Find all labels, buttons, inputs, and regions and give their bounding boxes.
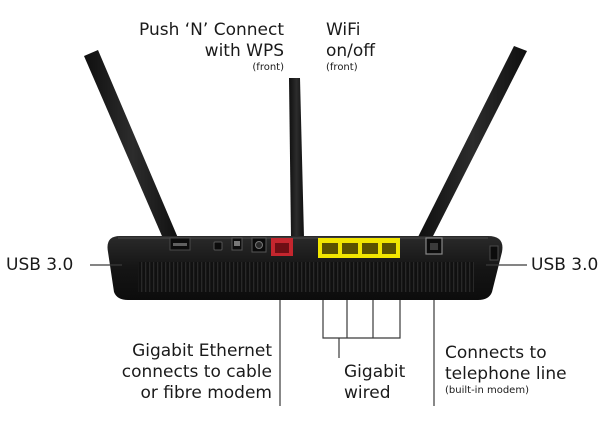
usb-left-label: USB 3.0 bbox=[6, 255, 73, 276]
power-button bbox=[213, 241, 223, 251]
wifi-label-line2: on/off bbox=[326, 41, 376, 61]
wps-label-line2: with WPS bbox=[204, 41, 284, 61]
leader-lines bbox=[90, 264, 527, 406]
antenna-right bbox=[418, 46, 527, 242]
usb-right-label-text: USB 3.0 bbox=[531, 255, 599, 275]
wan-port bbox=[271, 238, 293, 256]
usb-port-right bbox=[489, 245, 499, 261]
router-body bbox=[107, 236, 503, 300]
lan-label-line1: Gigabit bbox=[344, 362, 406, 382]
wps-label: Push ‘N’ Connect with WPS (front) bbox=[139, 20, 284, 74]
wifi-label: WiFi on/off (front) bbox=[326, 20, 375, 74]
dsl-label: Connects to telephone line (built-in mod… bbox=[445, 343, 567, 397]
antenna-left bbox=[84, 50, 181, 250]
wps-label-sub: (front) bbox=[252, 62, 284, 73]
lan-ports bbox=[318, 238, 400, 258]
wps-label-line1: Push ‘N’ Connect bbox=[139, 20, 284, 40]
ethernet-wan-label-line3: or fibre modem bbox=[140, 383, 272, 403]
leader-lan-bracket bbox=[322, 300, 401, 339]
dsl-label-line2: telephone line bbox=[445, 364, 567, 384]
dsl-label-line1: Connects to bbox=[445, 343, 547, 363]
dc-power-jack bbox=[251, 237, 267, 253]
wifi-label-sub: (front) bbox=[326, 62, 358, 73]
ethernet-wan-label-line2: connects to cable bbox=[121, 362, 272, 382]
wifi-label-line1: WiFi bbox=[326, 20, 361, 40]
usb-port-left bbox=[169, 237, 191, 251]
usb-left-label-text: USB 3.0 bbox=[6, 255, 74, 275]
dsl-label-sub: (built-in modem) bbox=[445, 385, 529, 396]
power-switch bbox=[231, 237, 243, 251]
usb-right-label: USB 3.0 bbox=[531, 255, 598, 276]
antenna-center bbox=[289, 78, 304, 238]
ethernet-wan-label-line1: Gigabit Ethernet bbox=[132, 341, 272, 361]
lan-label: Gigabit wired bbox=[344, 362, 405, 404]
dsl-port bbox=[425, 237, 443, 255]
ethernet-wan-label: Gigabit Ethernet connects to cable or fi… bbox=[122, 341, 272, 404]
lan-label-line2: wired bbox=[344, 383, 391, 403]
